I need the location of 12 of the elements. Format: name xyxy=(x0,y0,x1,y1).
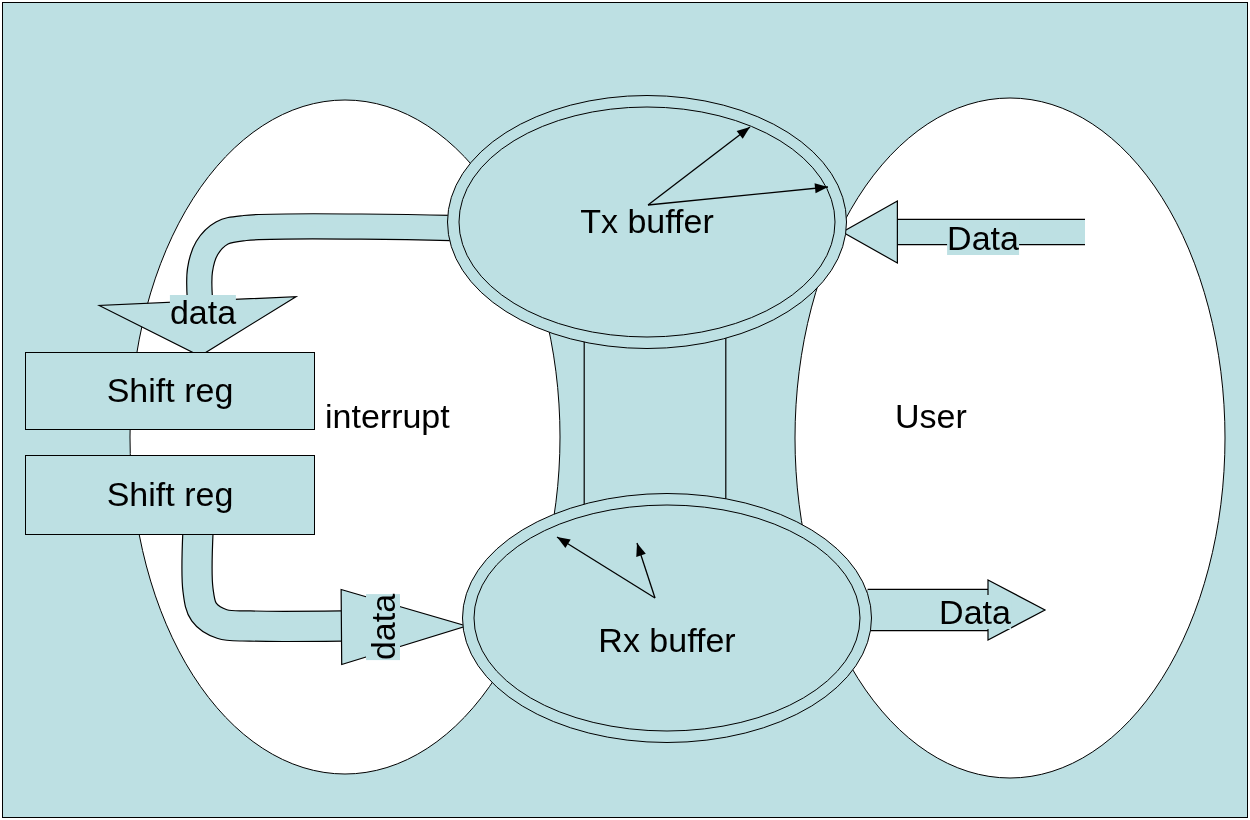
node-label: Rx buffer xyxy=(598,622,736,660)
edge-label: Data xyxy=(939,595,1011,629)
node-label: Tx buffer xyxy=(580,203,714,241)
node-label: Shift reg xyxy=(106,372,234,410)
buffer-ellipse xyxy=(462,493,872,743)
register-box xyxy=(25,455,315,535)
edge-label: data xyxy=(366,593,400,661)
buffer-ellipse xyxy=(447,95,847,349)
register-box xyxy=(25,352,315,430)
node-label: Shift reg xyxy=(106,476,234,514)
region-label: interrupt xyxy=(325,398,450,436)
region-label: User xyxy=(895,398,967,436)
